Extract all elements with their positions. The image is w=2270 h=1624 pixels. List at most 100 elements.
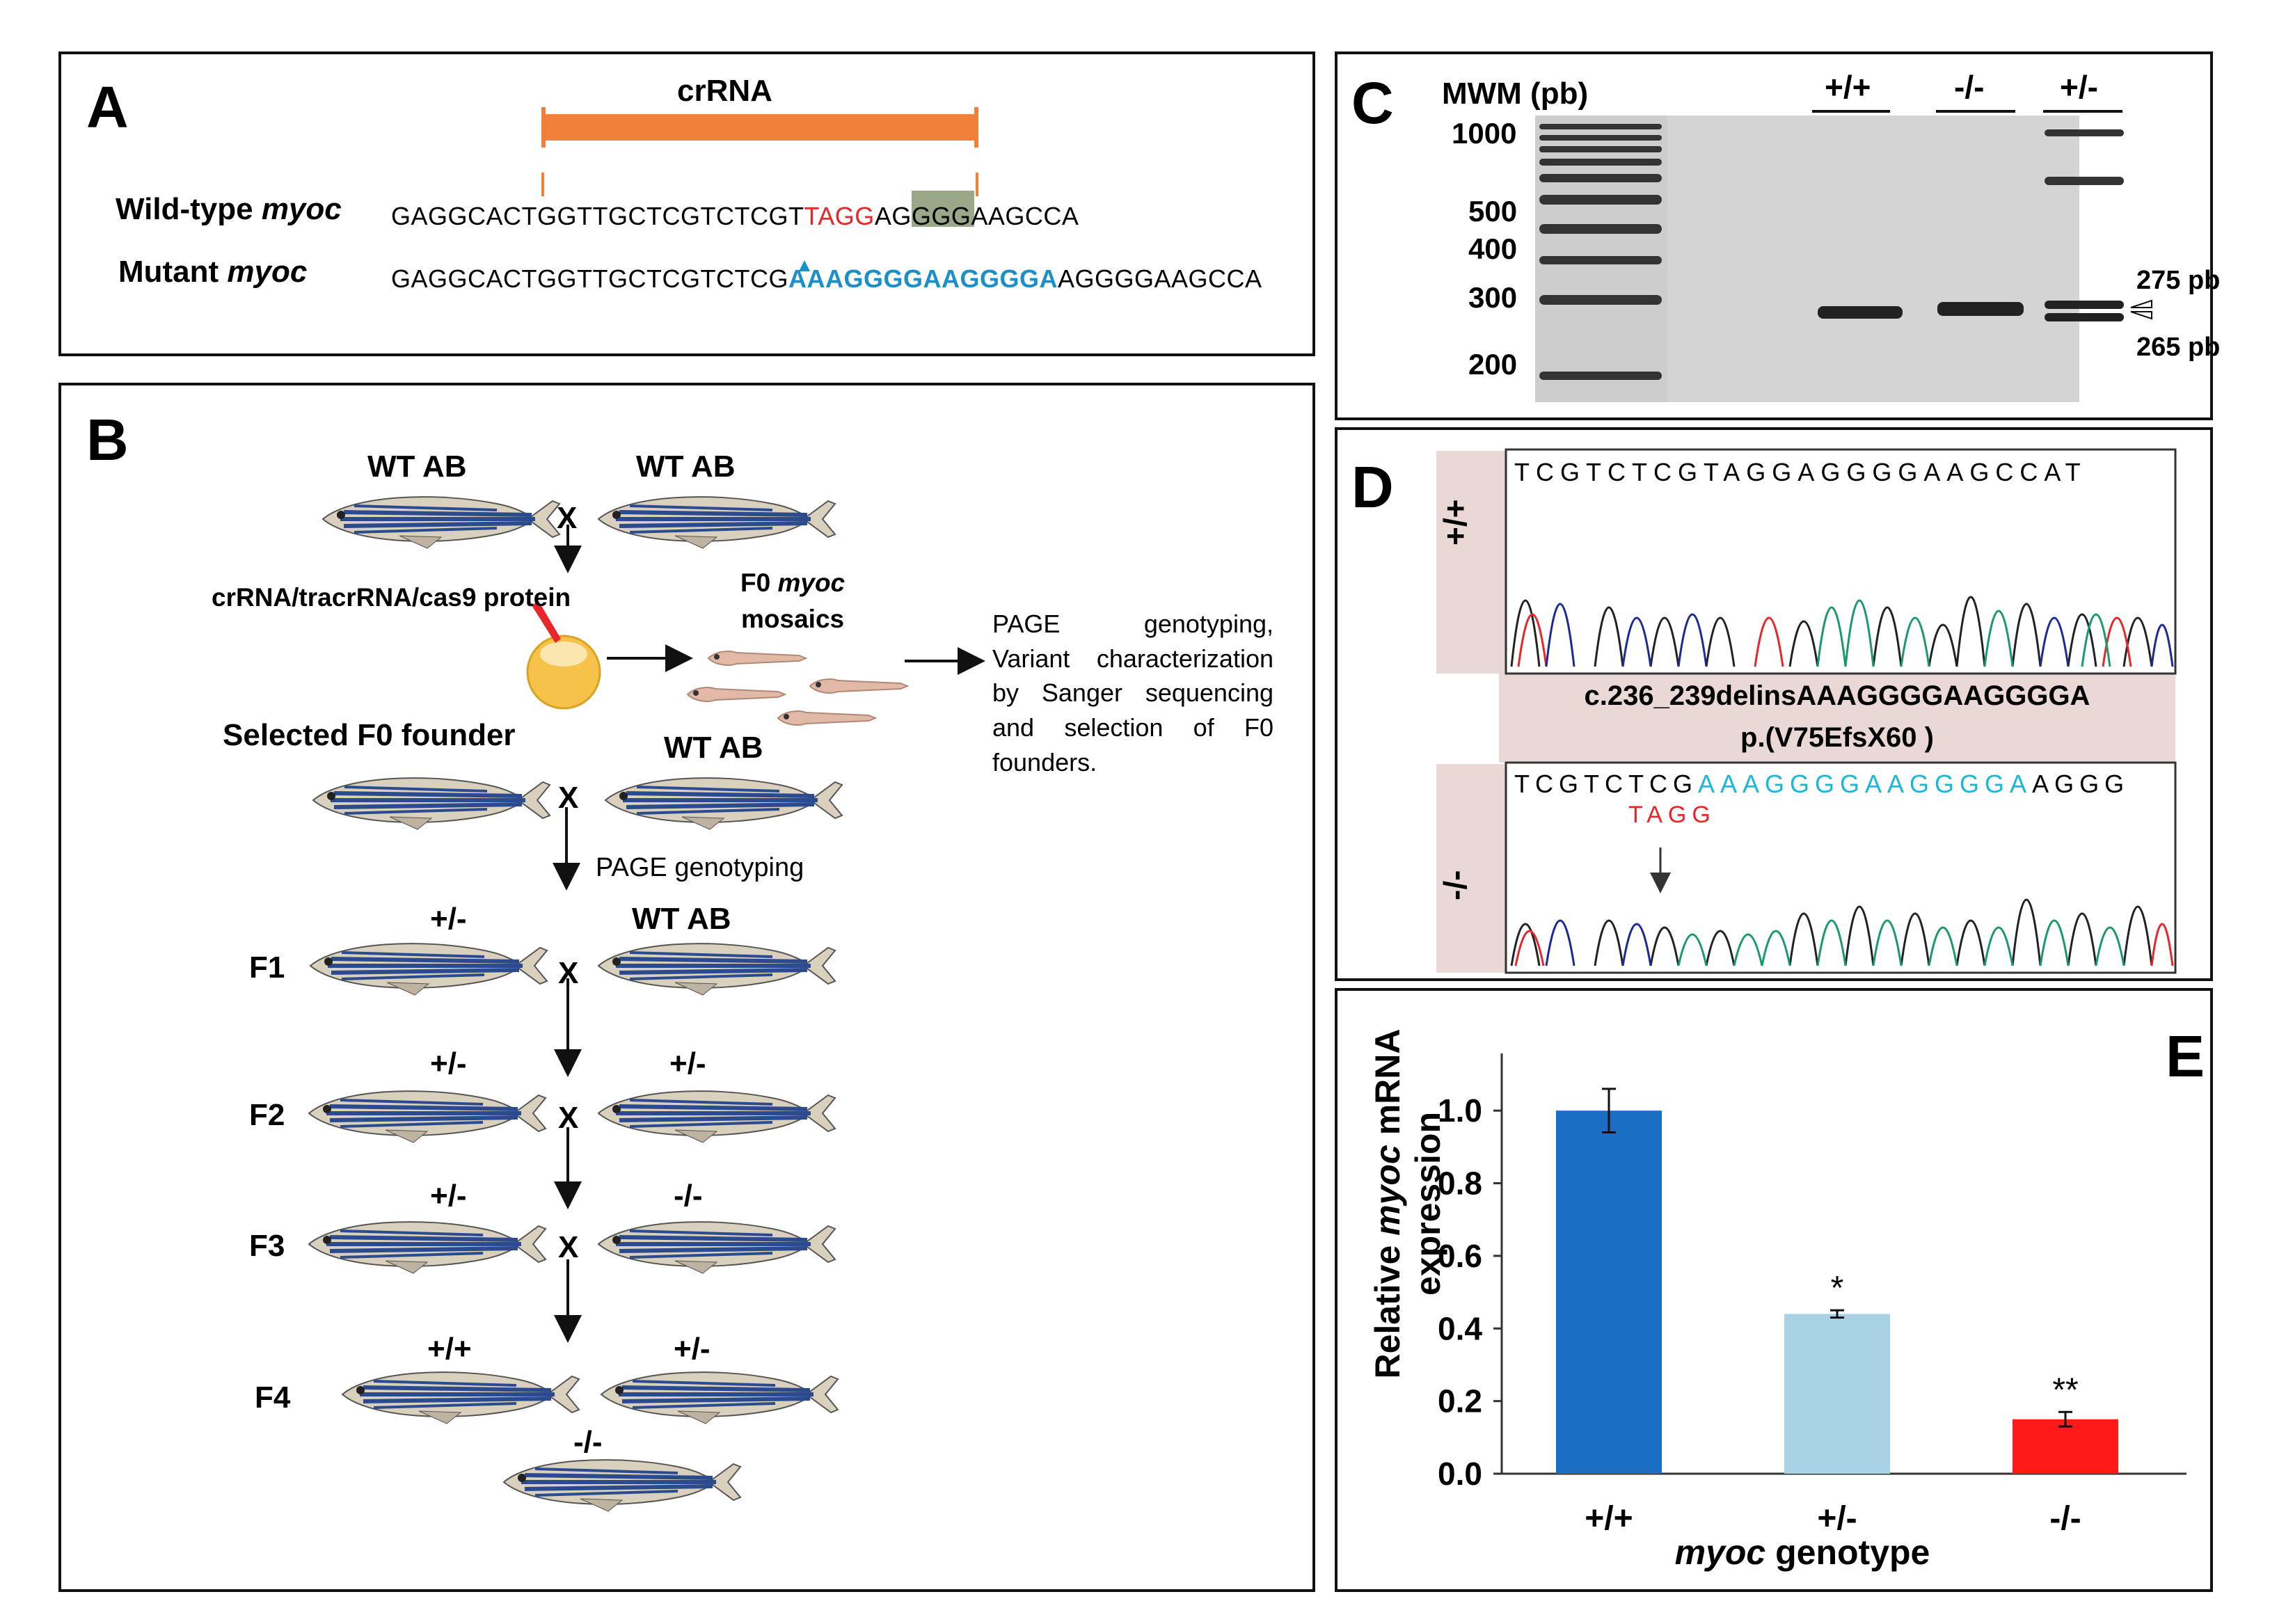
wt-myoc-label: Wild-type myoc [116,192,342,226]
fish-f3-mut [598,1222,835,1273]
panel-a-label: A [86,74,129,140]
injection-label: crRNA/tracrRNA/cas9 protein [212,583,571,612]
wt-genotype-label: +/+ [1436,499,1474,546]
f4-bottom-genotype: -/- [573,1425,603,1459]
larva-4 [777,710,876,726]
mut-chromatogram-seq: TCGTCTCGAAAGGGGAAGGGGAAGGG [1514,770,2130,798]
f4-right-genotype: +/- [674,1332,711,1366]
f1-label: F1 [249,950,285,985]
larva-2 [687,687,786,702]
pam-box: GGG [911,202,971,230]
fish-f2-het-left [309,1091,546,1143]
wt-ab-label-2: WT AB [636,449,736,484]
panel-b-label: B [86,407,129,472]
cross-3: X [558,956,579,990]
f1-right-genotype: WT AB [632,902,731,936]
y-tick-label: 0.4 [1438,1310,1482,1346]
panel-c: C MWM (pb) +/+ -/- [1335,51,2220,420]
f4-label: F4 [255,1380,291,1415]
ladder-label-200: 200 [1468,348,1518,381]
chromatograms [1436,448,2177,974]
fish-f4-mut [504,1460,740,1511]
significance-marker-2: * [1831,1270,1844,1307]
f2-right-genotype: +/- [669,1046,706,1081]
wt-ab-label-1: WT AB [367,449,467,484]
x-axis-title: myoc genotype [1674,1533,1930,1572]
f4-left-genotype: +/+ [427,1332,472,1366]
gel-image [1535,110,2152,402]
band-het-upper-1 [2045,129,2124,136]
ladder-label-400: 400 [1468,232,1518,265]
wt-sequence: GAGGCACTGGTTGCTCGTCTCGTTAGGAGGGGAAGCCA [391,202,1079,230]
crrna-label: crRNA [677,74,772,108]
lane-label-mut: -/- [1954,69,1985,105]
screening-text: PAGE genotyping, Variant characterizatio… [992,610,1273,777]
panel-c-label: C [1351,70,1394,136]
fish-f1-het [310,944,547,995]
y-tick-label: 0.0 [1438,1456,1482,1492]
pam-adjacent-red: TAGG [804,202,875,230]
wt-chromatogram-seq: TCGTCTCGTAGGAGGGGAAGCCAT [1514,458,2087,486]
cross-5: X [558,1230,579,1264]
bar-2 [1784,1314,1890,1474]
x-tick-label-1: +/+ [1585,1500,1633,1537]
band-het-265 [2045,313,2124,321]
mut-insert-cyan: AAAGGGGAAGGGGA [1697,770,2033,798]
y-tick-label: 1.0 [1438,1092,1482,1129]
bar-1 [1556,1110,1662,1474]
larva-1 [708,651,807,666]
fish-wt-ab-3 [605,778,842,829]
mut-genotype-label: -/- [1437,870,1473,900]
y-tick-label: 0.8 [1438,1165,1482,1202]
mutant-myoc-label: Mutant myoc [118,255,308,289]
fish-f0-founder [313,778,550,829]
fish-f4-het [601,1372,838,1424]
x-tick-label-2: +/- [1817,1500,1857,1537]
fish-f1-wt [598,944,835,995]
lane-label-het: +/- [2060,69,2098,105]
y-tick-label: 0.6 [1438,1238,1482,1274]
fish-f2-het-right [598,1091,835,1143]
x-tick-label-3: -/- [2049,1500,2081,1537]
wt-ab-label-3: WT AB [664,731,763,765]
mutant-sequence: GAGGCACTGGTTGCTCGTCTCGAAAGGGGAAGGGGAAGGG… [391,264,1262,293]
cross-2: X [558,781,579,815]
variant-p-label: p.(V75EfsX60 ) [1740,722,1934,753]
panel-b: B [58,383,1315,1592]
y-tick-label: 0.2 [1438,1383,1482,1419]
ladder-label-1000: 1000 [1452,117,1517,150]
fish-wt-ab-right [598,497,835,548]
panel-d-label: D [1351,454,1394,520]
band-het-upper-2 [2045,177,2124,185]
f0-mosaics-label: F0 myoc mosaics [740,568,846,633]
mwm-label: MWM (pb) [1442,77,1589,111]
bar-3 [2013,1419,2118,1474]
band-wt [1818,306,1903,319]
f1-left-genotype: +/- [430,902,467,936]
insertion-blue: AAAGGGGAAGGGGA [788,264,1058,293]
panel-d: D +/+ -/- TCGTCTCGTAGGAGGGGAAGCCAT c.236… [1335,427,2213,981]
band-mut [1937,302,2024,316]
fish-f4-wt [342,1372,579,1424]
fish-f3-het [309,1222,546,1273]
significance-marker-3: ** [2052,1371,2078,1408]
expression-bar-chart: 0.0 0.2 0.4 0.6 0.8 1.0 +/+ * +/- ** -/- [1438,1053,2186,1537]
variant-c-label: c.236_239delinsAAAGGGGAAGGGGA [1584,680,2090,711]
f3-label: F3 [249,1229,285,1263]
cross-4: X [558,1101,579,1135]
panel-a: A crRNA Wild-type myoc GAGGCACTGGTTGCTCG… [58,51,1315,356]
ladder-label-300: 300 [1468,281,1518,314]
fish-wt-ab-left [323,497,559,548]
band-265-label: 265 pb [2136,333,2221,362]
panel-e-label: E [2166,1024,2205,1089]
page-genotyping-label: PAGE genotyping [596,853,804,882]
ladder-bands [1539,124,1662,380]
deleted-seq-label: TAGG [1628,802,1716,828]
larva-3 [809,678,908,694]
f2-label: F2 [249,1098,285,1132]
cross-1: X [557,501,578,535]
band-275-label: 275 pb [2136,266,2221,295]
ladder-label-500: 500 [1468,195,1518,228]
y-axis-title: Relative myoc mRNA expression [1368,1028,1447,1379]
f2-left-genotype: +/- [430,1046,467,1081]
